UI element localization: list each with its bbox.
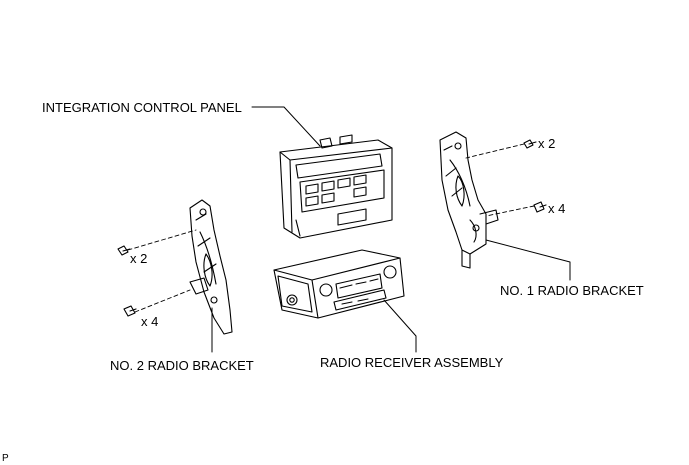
leader-lines (211, 106, 571, 353)
left-upper-screw (117, 245, 131, 256)
no1-radio-bracket-label: NO. 1 RADIO BRACKET (500, 283, 644, 298)
no2-radio-bracket-label: NO. 2 RADIO BRACKET (110, 358, 254, 373)
integration-control-panel-label: INTEGRATION CONTROL PANEL (42, 100, 242, 115)
no1-radio-bracket-part (439, 131, 499, 269)
left-lower-screw (123, 305, 137, 317)
no2-radio-bracket-part (189, 199, 233, 335)
right-lower-screw (533, 201, 547, 213)
right-upper-screw (523, 139, 537, 149)
integration-control-panel-part (279, 134, 393, 239)
radio-receiver-part (273, 249, 405, 319)
assembly-dashed-lines (127, 143, 535, 313)
left-lower-screw-qty: x 4 (141, 314, 159, 329)
radio-receiver-assembly-label: RADIO RECEIVER ASSEMBLY (320, 355, 504, 370)
left-upper-screw-qty: x 2 (130, 251, 148, 266)
right-lower-screw-qty: x 4 (548, 201, 566, 216)
right-upper-screw-qty: x 2 (538, 136, 556, 151)
figure-code: P (2, 453, 9, 464)
